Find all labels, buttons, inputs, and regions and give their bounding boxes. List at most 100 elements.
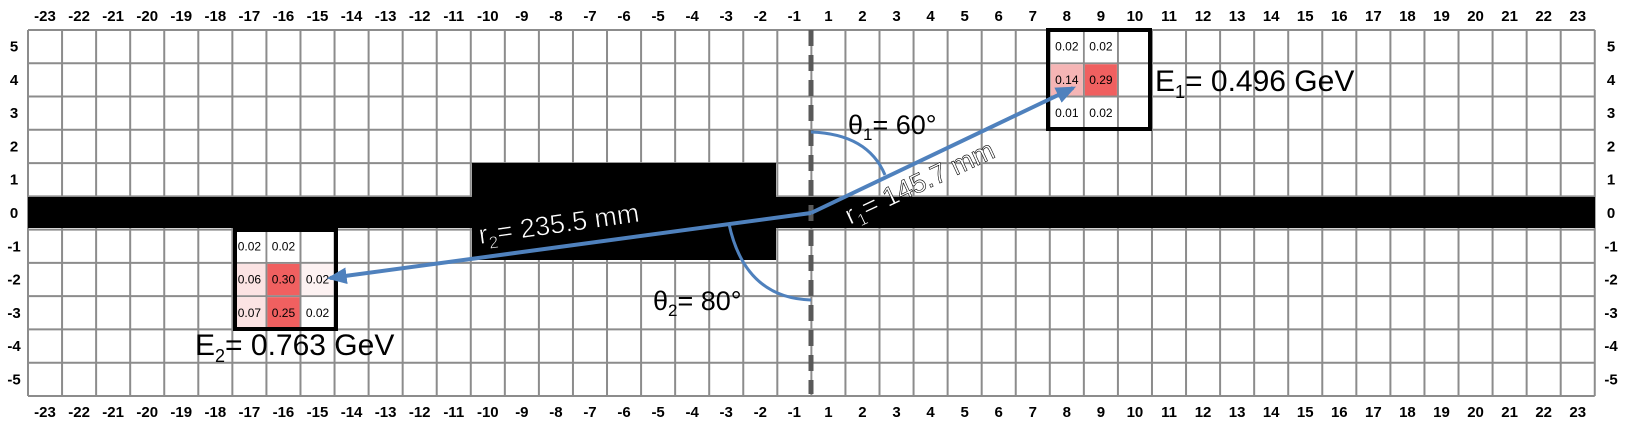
theta1-arc xyxy=(810,130,887,176)
x-tick-label: -14 xyxy=(341,404,363,421)
x-tick-label: -9 xyxy=(515,8,528,25)
x-tick-label: 12 xyxy=(1195,8,1212,25)
x-tick-label: -13 xyxy=(375,404,397,421)
y-tick-label: -1 xyxy=(7,238,20,255)
x-tick-label: 19 xyxy=(1433,404,1450,421)
x-tick-label: -14 xyxy=(341,8,363,25)
theta1-label: θ1= 60° xyxy=(848,110,937,144)
x-tick-label: -6 xyxy=(617,404,630,421)
x-tick-label: 13 xyxy=(1229,8,1246,25)
x-tick-label: -19 xyxy=(170,404,192,421)
x-tick-label: -1 xyxy=(788,8,801,25)
x-tick-label: 20 xyxy=(1467,8,1484,25)
cell-value: 0.06 xyxy=(238,273,262,287)
x-tick-label: 22 xyxy=(1535,8,1552,25)
x-tick-label: 17 xyxy=(1365,8,1382,25)
x-tick-label: 18 xyxy=(1399,8,1416,25)
theta2-label: θ2= 80° xyxy=(653,286,742,320)
x-tick-label: 1 xyxy=(824,404,832,421)
y-tick-label: 3 xyxy=(10,105,18,122)
x-tick-label: -21 xyxy=(102,8,124,25)
cluster-cell xyxy=(233,263,266,296)
x-tick-label: 10 xyxy=(1127,404,1144,421)
x-tick-label: -13 xyxy=(375,8,397,25)
x-tick-label: 3 xyxy=(892,8,900,25)
x-tick-label: -16 xyxy=(273,404,295,421)
x-tick-label: 23 xyxy=(1569,8,1586,25)
x-tick-label: -17 xyxy=(239,404,261,421)
x-tick-label: 1 xyxy=(824,8,832,25)
x-tick-label: 2 xyxy=(858,404,866,421)
x-tick-label: 17 xyxy=(1365,404,1382,421)
x-tick-label: 3 xyxy=(892,404,900,421)
x-tick-label: -18 xyxy=(204,8,226,25)
x-tick-label: -12 xyxy=(409,8,431,25)
x-tick-label: 7 xyxy=(1029,404,1037,421)
cell-value: 0.02 xyxy=(1089,40,1113,54)
x-tick-label: -23 xyxy=(34,404,56,421)
y-tick-label: 1 xyxy=(10,172,18,189)
x-tick-label: 21 xyxy=(1501,8,1518,25)
x-axis-labels-bottom: -23-22-21-20-19-18-17-16-15-14-13-12-11-… xyxy=(34,404,1586,421)
x-tick-label: -7 xyxy=(583,8,596,25)
x-tick-label: 14 xyxy=(1263,404,1280,421)
x-tick-label: 6 xyxy=(995,404,1003,421)
y-tick-label: 2 xyxy=(1607,138,1615,155)
x-tick-label: -12 xyxy=(409,404,431,421)
central-dead-region xyxy=(472,163,776,260)
cluster-1-energy-label: E1= 0.496 GeV xyxy=(1155,65,1354,102)
x-tick-label: 11 xyxy=(1161,8,1177,25)
x-tick-label: -16 xyxy=(273,8,295,25)
cluster-cell xyxy=(1050,97,1083,129)
x-tick-label: 23 xyxy=(1569,404,1586,421)
x-tick-label: -2 xyxy=(754,404,767,421)
x-tick-label: -22 xyxy=(68,404,90,421)
x-tick-label: -3 xyxy=(720,8,733,25)
x-tick-label: 12 xyxy=(1195,404,1212,421)
x-tick-label: -17 xyxy=(239,8,261,25)
x-tick-label: -8 xyxy=(549,8,562,25)
y-tick-label: 1 xyxy=(1607,172,1615,189)
x-tick-label: 11 xyxy=(1161,404,1177,421)
r1-arrow xyxy=(810,86,1077,215)
x-tick-label: -19 xyxy=(170,8,192,25)
cluster-cell xyxy=(233,230,266,262)
y-tick-label: -3 xyxy=(1604,305,1617,322)
y-tick-label: 3 xyxy=(1607,105,1615,122)
x-tick-label: -7 xyxy=(583,404,596,421)
x-tick-label: -11 xyxy=(443,404,464,421)
y-tick-label: -5 xyxy=(1604,371,1617,388)
x-tick-label: -4 xyxy=(685,8,699,25)
x-axis-labels-top: -23-22-21-20-19-18-17-16-15-14-13-12-11-… xyxy=(34,8,1586,25)
x-tick-label: -9 xyxy=(515,404,528,421)
cluster-cell xyxy=(233,297,266,329)
y-tick-label: -2 xyxy=(7,272,20,289)
y-tick-label: -1 xyxy=(1604,238,1617,255)
cell-value: 0.29 xyxy=(1089,73,1113,87)
y-tick-label: 4 xyxy=(1607,72,1616,89)
x-tick-label: -22 xyxy=(68,8,90,25)
cluster-cell xyxy=(301,297,334,329)
x-tick-label: -23 xyxy=(34,8,56,25)
x-tick-label: 21 xyxy=(1501,404,1518,421)
x-tick-label: -5 xyxy=(651,8,664,25)
y-tick-label: -4 xyxy=(1604,338,1618,355)
cell-value: 0.30 xyxy=(272,273,296,287)
x-tick-label: 16 xyxy=(1331,8,1348,25)
x-tick-label: 9 xyxy=(1097,404,1105,421)
x-tick-label: 5 xyxy=(960,404,968,421)
x-tick-label: 16 xyxy=(1331,404,1348,421)
y-tick-label: 5 xyxy=(10,39,18,56)
cell-value: 0.02 xyxy=(272,239,296,253)
cluster-1-box xyxy=(1046,28,1152,131)
cluster-cell xyxy=(1084,97,1117,129)
x-tick-label: -20 xyxy=(136,404,158,421)
y-tick-label: 4 xyxy=(10,72,19,89)
x-tick-label: 14 xyxy=(1263,8,1280,25)
x-tick-label: -21 xyxy=(102,404,124,421)
y-tick-label: -5 xyxy=(7,371,20,388)
cell-value: 0.02 xyxy=(306,273,330,287)
